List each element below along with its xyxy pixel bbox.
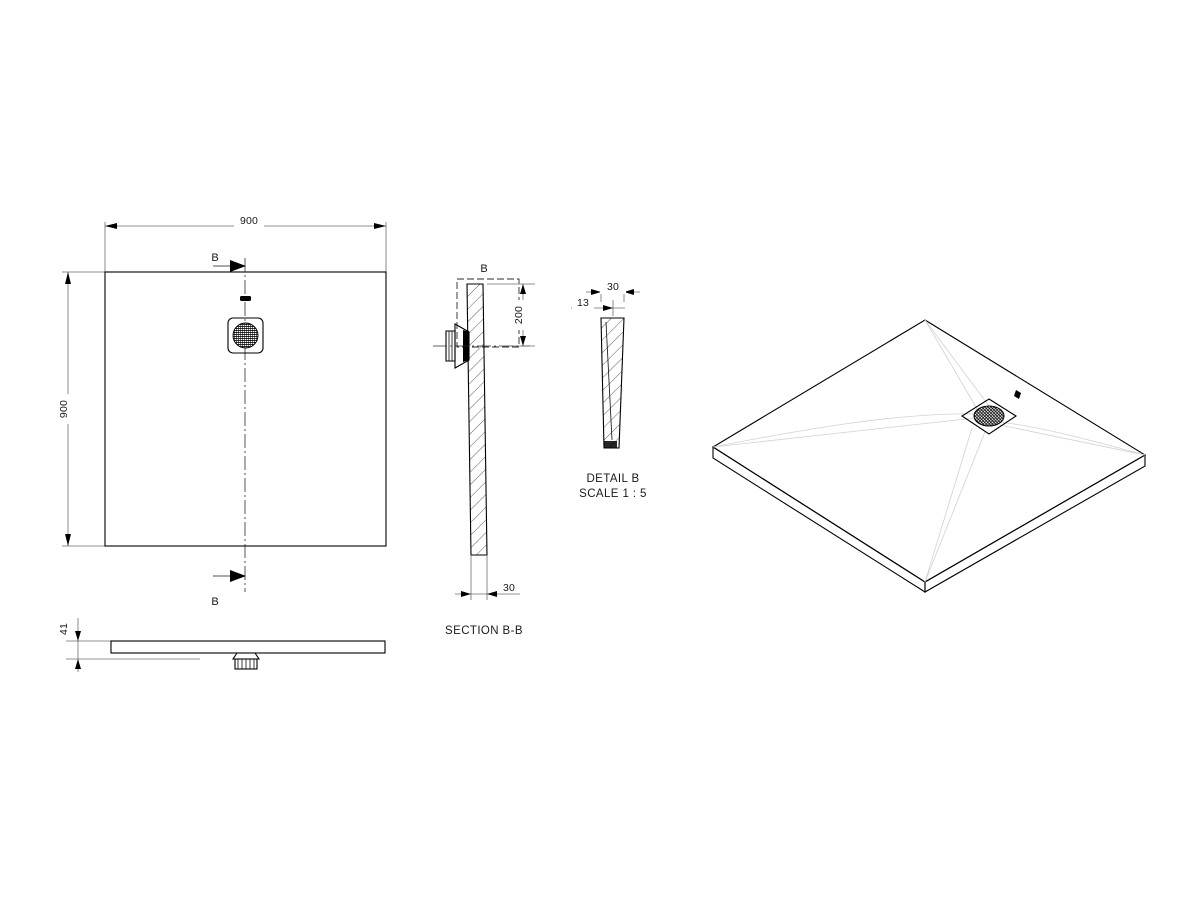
detail-inner-value: 13 [577, 297, 589, 309]
detail-view-title: DETAIL B [586, 473, 639, 485]
section-thickness-value: 30 [503, 582, 515, 594]
isometric-view [711, 319, 1147, 593]
detail-outer-dimension: 30 [586, 281, 640, 302]
section-thickness-dimension: 30 [455, 555, 520, 600]
section-cut-label-bottom: B [211, 596, 218, 608]
iso-left-edge-face [712, 445, 926, 593]
section-tray-body [466, 283, 488, 556]
section-waste-height-value: 200 [513, 306, 525, 324]
front-elevation-view: 41 [58, 618, 386, 672]
detail-outer-value: 30 [607, 281, 619, 293]
detail-b-callout-label: B [480, 263, 487, 275]
plan-view: 900 900 B [58, 214, 387, 608]
iso-fall-lines [712, 319, 1146, 583]
detail-b-view: 30 13 DETAIL B SCALE 1 : 5 [571, 281, 647, 500]
section-cut-arrow-top: B [211, 252, 246, 272]
iso-right-edge-face [924, 454, 1146, 593]
iso-waste-grate [960, 398, 1018, 435]
detail-edge-profile [600, 317, 625, 449]
iso-top-face [711, 319, 1147, 583]
plan-waste-grate [227, 317, 264, 354]
elevation-tray-body [110, 640, 386, 654]
detail-inner-dimension: 13 [571, 297, 625, 316]
plan-tray-outline [104, 271, 387, 547]
section-cut-label-top: B [211, 252, 218, 264]
detail-view-scale: SCALE 1 : 5 [579, 488, 647, 500]
overflow-slot-icon [240, 296, 251, 301]
elevation-thickness-dimension: 41 [58, 618, 200, 672]
elevation-waste-boss [231, 652, 261, 670]
section-view-title: SECTION B-B [445, 625, 523, 637]
iso-overflow-slot [1014, 390, 1021, 399]
plan-height-value: 900 [58, 400, 70, 418]
elevation-thickness-value: 41 [58, 623, 70, 635]
plan-height-dimension: 900 [58, 271, 108, 547]
plan-width-value: 900 [240, 215, 258, 227]
section-cut-arrow-bottom: B [211, 570, 246, 608]
section-waste-height-dimension: 200 [487, 283, 535, 347]
plan-width-dimension: 900 [104, 214, 387, 272]
section-bb-view: B 200 [433, 263, 535, 637]
section-waste-trap [433, 323, 530, 369]
